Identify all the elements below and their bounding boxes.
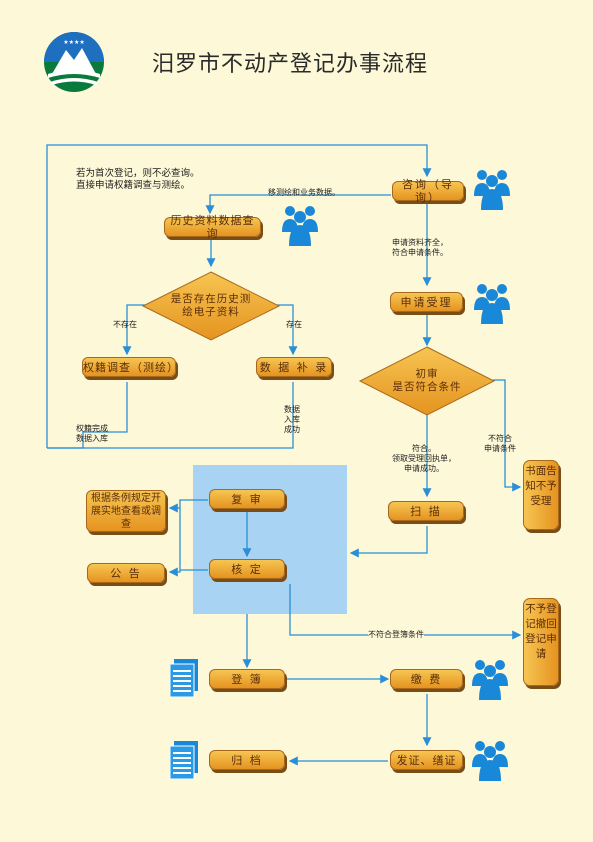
node-certificate: 发证、缮证 [390,750,463,770]
label-data-in: 数据 入库 成功 [284,405,300,434]
label-exist: 存在 [286,320,302,329]
node-data-supplement: 数 据 补 录 [256,357,332,377]
people-icon [472,741,508,781]
decision-exists-label: 是否存在历史测绘电子资料 [170,293,252,318]
people-icon [282,206,318,246]
node-scan: 扫 描 [388,501,464,521]
node-reject-register: 不予登记撤回登记申请 [523,598,559,686]
node-history-query: 历史资料数据查询 [164,214,261,240]
document-icon [170,659,198,697]
node-consult: 咨询（导询） [392,178,464,204]
node-ownership-survey: 权籍调查（测绘） [82,357,178,377]
node-written-notice: 书面告知不予受理 [523,460,559,530]
document-icon [170,741,198,779]
node-archive: 归 档 [209,750,285,770]
people-icon [474,170,510,210]
note-first-time: 若为首次登记，则不必查询。 直接申请权籍调查与测绘。 [76,168,200,191]
svg-text:★★★★: ★★★★ [63,39,85,46]
logo-mountain-icon: ★★★★ [44,32,104,92]
node-review: 复 审 [209,489,285,509]
node-apply-accept: 申请受理 [390,292,463,312]
decision-initial-review [358,346,496,416]
label-docs-complete: 申请资料齐全， 符合申请条件。 [392,238,448,257]
node-announce: 公 告 [87,563,165,583]
node-verify: 核 定 [209,559,285,579]
decision-exists [141,271,281,341]
label-not-exist: 不存在 [113,320,137,329]
label-not-meet: 不符合 申请条件 [484,434,516,453]
label-survey-done: 权籍完成 数据入库 [76,424,108,443]
node-register: 登 簿 [209,669,285,689]
label-meets: 符合。 领取受理回执单， 申请成功。 [392,444,456,473]
label-not-meet-register: 不符合登簿条件 [368,630,424,640]
page-title: 汨罗市不动产登记办事流程 [152,52,429,77]
people-icon [474,284,510,324]
people-icon [472,660,508,700]
decision-initial-review-label: 初审 是否符合条件 [392,368,462,393]
node-pay: 缴 费 [390,669,463,689]
label-send-business: 移测绘和业务数据。 [268,188,340,197]
node-field-survey: 根据条例规定开展实地查看或调查 [86,490,166,532]
